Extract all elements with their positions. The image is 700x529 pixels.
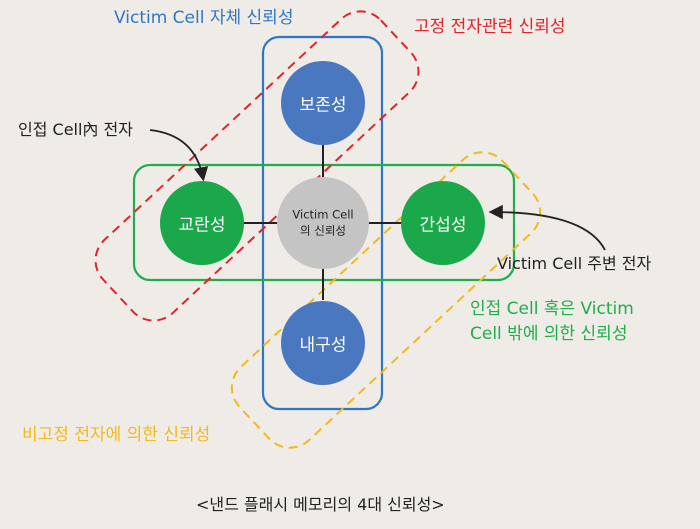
adjacent-or-outside-line2: Cell 밖에 의한 신뢰성 <box>470 323 628 344</box>
interference-node <box>401 181 485 265</box>
interference-label: 간섭성 <box>419 215 467 236</box>
victim-cell-self-label: Victim Cell 자체 신뢰성 <box>114 8 294 28</box>
endurance-label: 내구성 <box>299 335 347 356</box>
non-fixed-charge-region <box>230 151 542 449</box>
figure-caption: <낸드 플래시 메모리의 4대 신뢰성> <box>196 495 445 514</box>
center-label: Victim Cell 의 신뢰성 <box>292 207 353 238</box>
adjacent-inner-arrow <box>149 129 209 182</box>
adjacent-or-outside-line1: 인접 Cell 혹은 Victim <box>470 299 634 319</box>
center-label-line1: Victim Cell <box>292 207 354 222</box>
victim-surrounding-label: Victim Cell 주변 전자 <box>497 254 652 273</box>
retention-label: 보존성 <box>299 95 347 116</box>
endurance-node <box>281 301 365 385</box>
disturb-label: 교란성 <box>178 215 226 236</box>
retention-node <box>281 61 365 145</box>
center-label-line2: 의 신뢰성 <box>300 223 346 237</box>
disturb-node <box>160 181 244 265</box>
non-fixed-charge-label: 비고정 전자에 의한 신뢰성 <box>22 425 211 445</box>
fixed-charge-region <box>94 10 420 322</box>
adjacent-or-outside-label: 인접 Cell 혹은 Victim Cell 밖에 의한 신뢰성 <box>470 297 634 346</box>
victim-surrounding-arrow <box>488 204 606 251</box>
center-node <box>277 177 369 269</box>
adjacent-inner-label: 인접 Cell內 전자 <box>18 120 133 139</box>
fixed-charge-label: 고정 전자관련 신뢰성 <box>414 17 566 37</box>
